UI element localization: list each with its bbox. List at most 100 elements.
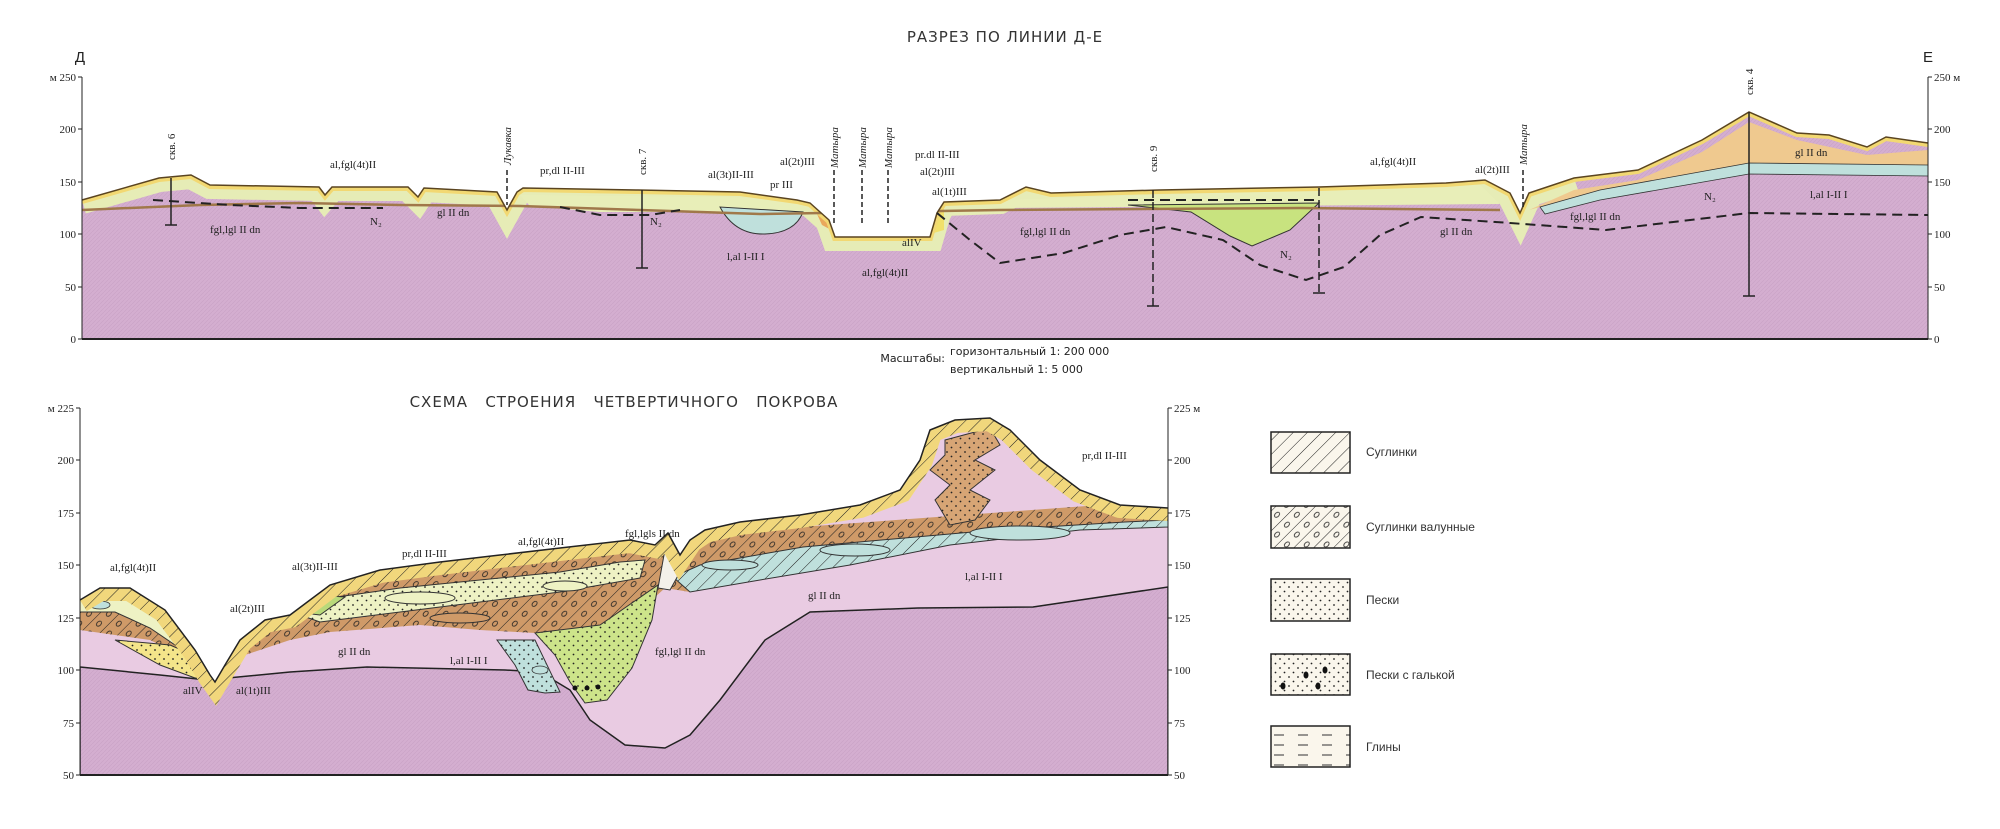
unit-label: N₂ [370, 216, 382, 228]
legend-swatch-boulder-icon [1270, 505, 1351, 549]
layer-l-al-hill [1539, 162, 1928, 215]
unit-label: gl II dn [1795, 147, 1828, 159]
pebble [1280, 682, 1286, 690]
tick-label: 200 [58, 455, 75, 467]
unit-label: al(2t)III [920, 166, 955, 178]
river-label: Матыра [883, 127, 895, 169]
unit-label: fgl,lgl II dn [210, 224, 261, 236]
unit-label: al,fgl(4t)II [518, 536, 564, 548]
section-bottom: СХЕМА СТРОЕНИЯ ЧЕТВЕРТИЧНОГО ПОКРОВА [48, 393, 1200, 782]
contact-line [82, 201, 1501, 216]
bedrock-lower [80, 586, 1168, 775]
pebble [584, 685, 590, 691]
legend-item-gliny: Глины [1270, 725, 1401, 768]
clay-lens [701, 559, 759, 571]
tick-label: 175 [58, 508, 75, 520]
unit-label: pr,dl II-III [1082, 450, 1127, 462]
unit-label: al(1t)III [932, 186, 967, 198]
legend-swatch-clay-icon [1270, 725, 1351, 768]
top-axis-left-labels: м 250 200 150 100 50 0 [50, 72, 77, 346]
unit-label: al(3t)II-III [292, 561, 338, 573]
scale-label: Масштабы: [880, 352, 945, 365]
unit-label: N₂ [650, 216, 662, 228]
layer-gl-dn-hill [1529, 122, 1928, 210]
borehole-label: скв. 6 [166, 133, 178, 160]
unit-label: alIV [902, 237, 922, 249]
unit-label: l,al I-II I [450, 655, 488, 667]
zigzag-sand-pattern [929, 427, 1001, 526]
unit-label: pr,dl II-III [402, 548, 447, 560]
section-start-label: Д [75, 49, 85, 66]
section-top: РАЗРЕЗ ПО ЛИНИИ Д-Е Д Е [50, 28, 1960, 346]
unit-label: N₂ [1280, 249, 1292, 261]
section-end-label: Е [1923, 49, 1933, 66]
scale-note: Масштабы: горизонтальный 1: 200 000 верт… [880, 345, 1109, 376]
clay-lens [542, 580, 588, 592]
tick-label: 50 [65, 282, 77, 294]
unit-label: al(2t)III [780, 156, 815, 168]
clay-lens [819, 543, 891, 557]
boreholes-top [165, 112, 1755, 307]
unit-label: al(2t)III [230, 603, 265, 615]
strata-top [82, 112, 1928, 339]
unit-label: fgl,lgl II dn [655, 646, 706, 658]
tick-label: 150 [60, 177, 77, 189]
tick-label: 150 [1174, 560, 1191, 572]
river-label: Матыра [857, 127, 869, 169]
tick-label: 250 м [1934, 72, 1960, 84]
bottom-axis-left-labels: м 225 200 175 150 125 100 75 50 [48, 403, 75, 782]
tick-label: 150 [58, 560, 75, 572]
unit-label: al(3t)II-III [708, 169, 754, 181]
bottom-axes [76, 407, 1172, 776]
tick-label: 100 [1934, 229, 1951, 241]
n2-boundary-dashed [152, 199, 1929, 282]
river-label: Лукавка [502, 127, 514, 166]
legend-item-suglinki-valunnye: Суглинки валунные [1270, 505, 1475, 549]
unit-label: gl II dn [437, 207, 470, 219]
unit-label: al,fgl(4t)II [330, 159, 376, 171]
top-axis-left [78, 76, 83, 340]
tick-label: 200 [60, 124, 77, 136]
tick-label: 50 [1174, 770, 1186, 782]
unit-label: l,al I-II I [727, 251, 765, 263]
borehole-label: скв. 4 [1744, 68, 1756, 95]
l-al-narrow-pattern [496, 639, 561, 694]
pebble [1303, 671, 1309, 679]
unit-label: fgl,lgls II dn [625, 528, 680, 540]
tick-label: 100 [1174, 665, 1191, 677]
legend-item-peski-s-galkoy: Пески с галькой [1270, 653, 1455, 696]
clay-lens [384, 591, 456, 605]
scale-horizontal: горизонтальный 1: 200 000 [950, 345, 1109, 358]
legend-swatch-hatch-icon [1270, 431, 1351, 474]
legend-item-suglinki: Суглинки [1270, 431, 1417, 474]
top-axis-right [1927, 76, 1932, 340]
unit-label: fgl,lgl II dn [1020, 226, 1071, 238]
tick-label: 125 [58, 613, 75, 625]
tick-label: 0 [1934, 334, 1940, 346]
tick-label: 225 м [1174, 403, 1200, 415]
river-labels: Лукавка Матыра Матыра Матыра Матыра [502, 124, 1530, 169]
pebble [572, 685, 578, 691]
pebble [595, 684, 601, 690]
unit-label: fgl,lgl II dn [1570, 211, 1621, 223]
bedrock-n2 [82, 112, 1928, 339]
tick-label: 50 [1934, 282, 1946, 294]
tick-label: 175 [1174, 508, 1191, 520]
tick-label: 200 [1174, 455, 1191, 467]
legend-label: Пески с галькой [1366, 668, 1455, 682]
strata-bottom [80, 418, 1168, 775]
river-label: Матыра [1518, 124, 1530, 166]
ground-surface-top [81, 111, 1929, 238]
unit-label: l,al I-II I [1810, 189, 1848, 201]
legend-label: Суглинки [1366, 445, 1417, 459]
tick-label: 200 [1934, 124, 1951, 136]
ground-surface-bottom [79, 417, 1169, 684]
unit-label: al,fgl(4t)II [1370, 156, 1416, 168]
layer-al-fgl [1000, 185, 1500, 208]
legend-item-peski: Пески [1270, 578, 1399, 622]
section-top-title: РАЗРЕЗ ПО ЛИНИИ Д-Е [907, 28, 1103, 46]
unit-label: al,fgl(4t)II [862, 267, 908, 279]
scale-vertical: вертикальный 1: 5 000 [950, 363, 1083, 376]
pebble [1322, 666, 1328, 674]
